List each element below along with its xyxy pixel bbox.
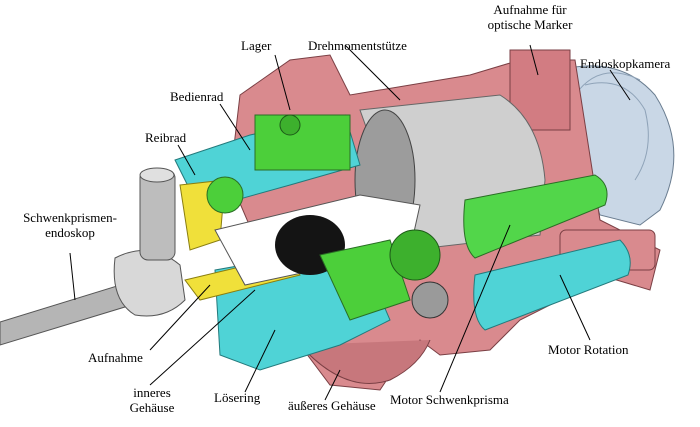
- label-lager: Lager: [241, 38, 272, 53]
- label-motor-schwenkprisma: Motor Schwenkprisma: [390, 392, 509, 407]
- label-aufnahme-marker: Aufnahme für optische Marker: [487, 2, 573, 32]
- label-inneres-gehaeuse: inneres Gehäuse: [129, 385, 175, 415]
- label-bedienrad: Bedienrad: [170, 89, 224, 104]
- motor-schwenkprisma-shape: [463, 174, 608, 259]
- label-drehmomentstuetze: Drehmomentstütze: [308, 38, 407, 53]
- leader-lines: [69, 44, 631, 401]
- label-endoskopkamera: Endoskopkamera: [580, 56, 671, 71]
- label-schwenkprismen-endoskop: Schwenkprismen- endoskop: [23, 210, 117, 240]
- endoscope-shaft-shape: [0, 167, 186, 346]
- label-loesering: Lösering: [214, 390, 261, 405]
- label-aufnahme: Aufnahme: [88, 350, 143, 365]
- label-motor-rotation: Motor Rotation: [548, 342, 629, 357]
- endoscope-camera-shape: [559, 65, 675, 226]
- green-gears-shape: [206, 114, 449, 321]
- motor-rotation-shape: [473, 239, 631, 331]
- label-reibrad: Reibrad: [145, 130, 187, 145]
- label-aeusseres-gehaeuse: äußeres Gehäuse: [288, 398, 376, 413]
